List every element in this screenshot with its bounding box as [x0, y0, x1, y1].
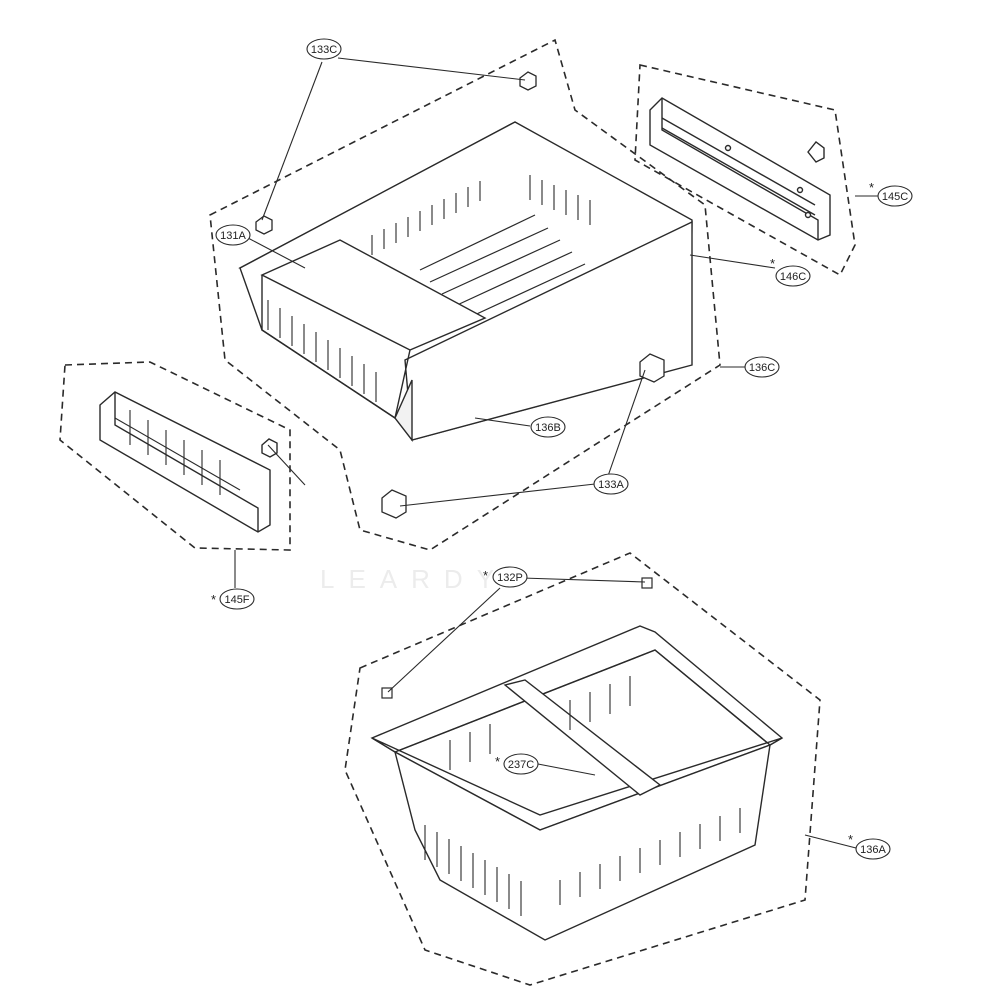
callout-131a-oval [215, 224, 251, 246]
leader-146c [689, 254, 776, 269]
callout-136a-oval [855, 838, 891, 860]
callout-133a-oval [593, 473, 629, 495]
clip-132p-left [381, 687, 393, 699]
asterisk-145f: * [211, 592, 216, 607]
callout-237c-oval [503, 753, 539, 775]
callout-136b-label: 136B [535, 422, 561, 434]
asterisk-237c: * [495, 754, 500, 769]
leader-133c-a [337, 57, 526, 81]
callout-133a-label: 133A [598, 479, 624, 491]
leader-131a [247, 237, 306, 269]
callout-136a-label: 136A [860, 844, 886, 856]
callout-132p-label: 132P [497, 572, 523, 584]
clip-132p-right [641, 577, 653, 589]
asterisk-136a: * [848, 832, 853, 847]
lower-basket-part [370, 625, 784, 941]
clip-133c-top [519, 71, 537, 91]
watermark-text: LEARDY [320, 564, 508, 594]
right-rail-part [649, 97, 831, 241]
callout-133c-oval [306, 38, 342, 60]
leader-133c-b [261, 61, 323, 221]
asterisk-145c: * [869, 180, 874, 195]
leader-237c [537, 763, 596, 776]
callout-136b-oval [530, 416, 566, 438]
callout-237c-label: 237C [508, 759, 534, 771]
right-rail-group-outline [634, 64, 856, 277]
leader-136b [474, 417, 531, 427]
upper-drawer-group-outline [209, 38, 721, 551]
callout-145c-label: 145C [882, 191, 908, 203]
callout-145f-oval [219, 588, 255, 610]
left-rail-group-outline [59, 361, 291, 551]
leader-136a [804, 834, 857, 849]
leader-145f-b [267, 444, 306, 486]
callout-131a-label: 131A [220, 230, 246, 242]
callout-146c-oval [775, 265, 811, 287]
callout-132p-oval [492, 566, 528, 588]
upper-drawer-part [238, 121, 693, 443]
callout-136c-oval [744, 356, 780, 378]
callout-146c-label: 146C [780, 271, 806, 283]
callout-136c-label: 136C [749, 362, 775, 374]
leader-132p-b [387, 587, 501, 693]
clip-133c-left [255, 215, 273, 235]
asterisk-132p: * [483, 568, 488, 583]
asterisk-146c: * [770, 256, 775, 271]
left-rail-part [99, 391, 278, 533]
callout-145f-label: 145F [224, 594, 249, 606]
leader-133a-b [607, 369, 646, 477]
callout-145c-oval [877, 185, 913, 207]
callout-133c-label: 133C [311, 44, 337, 56]
lower-basket-group-outline [344, 552, 821, 986]
leader-132p-a [521, 577, 646, 583]
leader-133a-a [399, 483, 596, 507]
clip-133a-right [639, 353, 665, 383]
clip-133a-left [381, 489, 407, 519]
